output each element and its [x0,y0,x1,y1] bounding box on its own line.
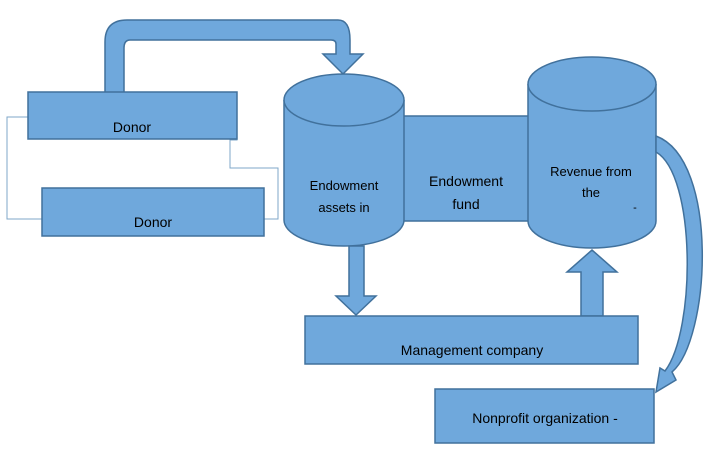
revenue-label-line2: the [582,185,600,200]
endowment-assets-cylinder [283,73,405,247]
nonprofit-label: Nonprofit organization - [472,410,618,426]
donor-top-label: Donor [113,119,151,135]
management-company-label: Management company [401,342,543,358]
endowment-fund-label-line1: Endowment [429,173,503,189]
donor-connector-line [6,116,279,220]
assets-to-management-arrow [334,245,378,317]
revenue-to-nonprofit-arrow [654,134,703,394]
revenue-label-line1: Revenue from [550,164,632,179]
management-company-box [304,315,639,365]
donor-bottom-label: Donor [134,214,172,230]
donor-to-assets-arrow [104,19,365,94]
endowment-fund-box [401,115,535,222]
endowment-assets-label-line1: Endowment [310,178,379,193]
revenue-label-line3: - [633,202,637,214]
revenue-cylinder [527,56,657,249]
endowment-fund-label-line2: fund [452,196,479,212]
donor-bottom-box [41,187,265,237]
donor-top-box [27,91,238,140]
nonprofit-box [434,388,655,444]
management-to-revenue-arrow [565,249,619,317]
endowment-assets-label-line2: assets in [318,200,369,215]
